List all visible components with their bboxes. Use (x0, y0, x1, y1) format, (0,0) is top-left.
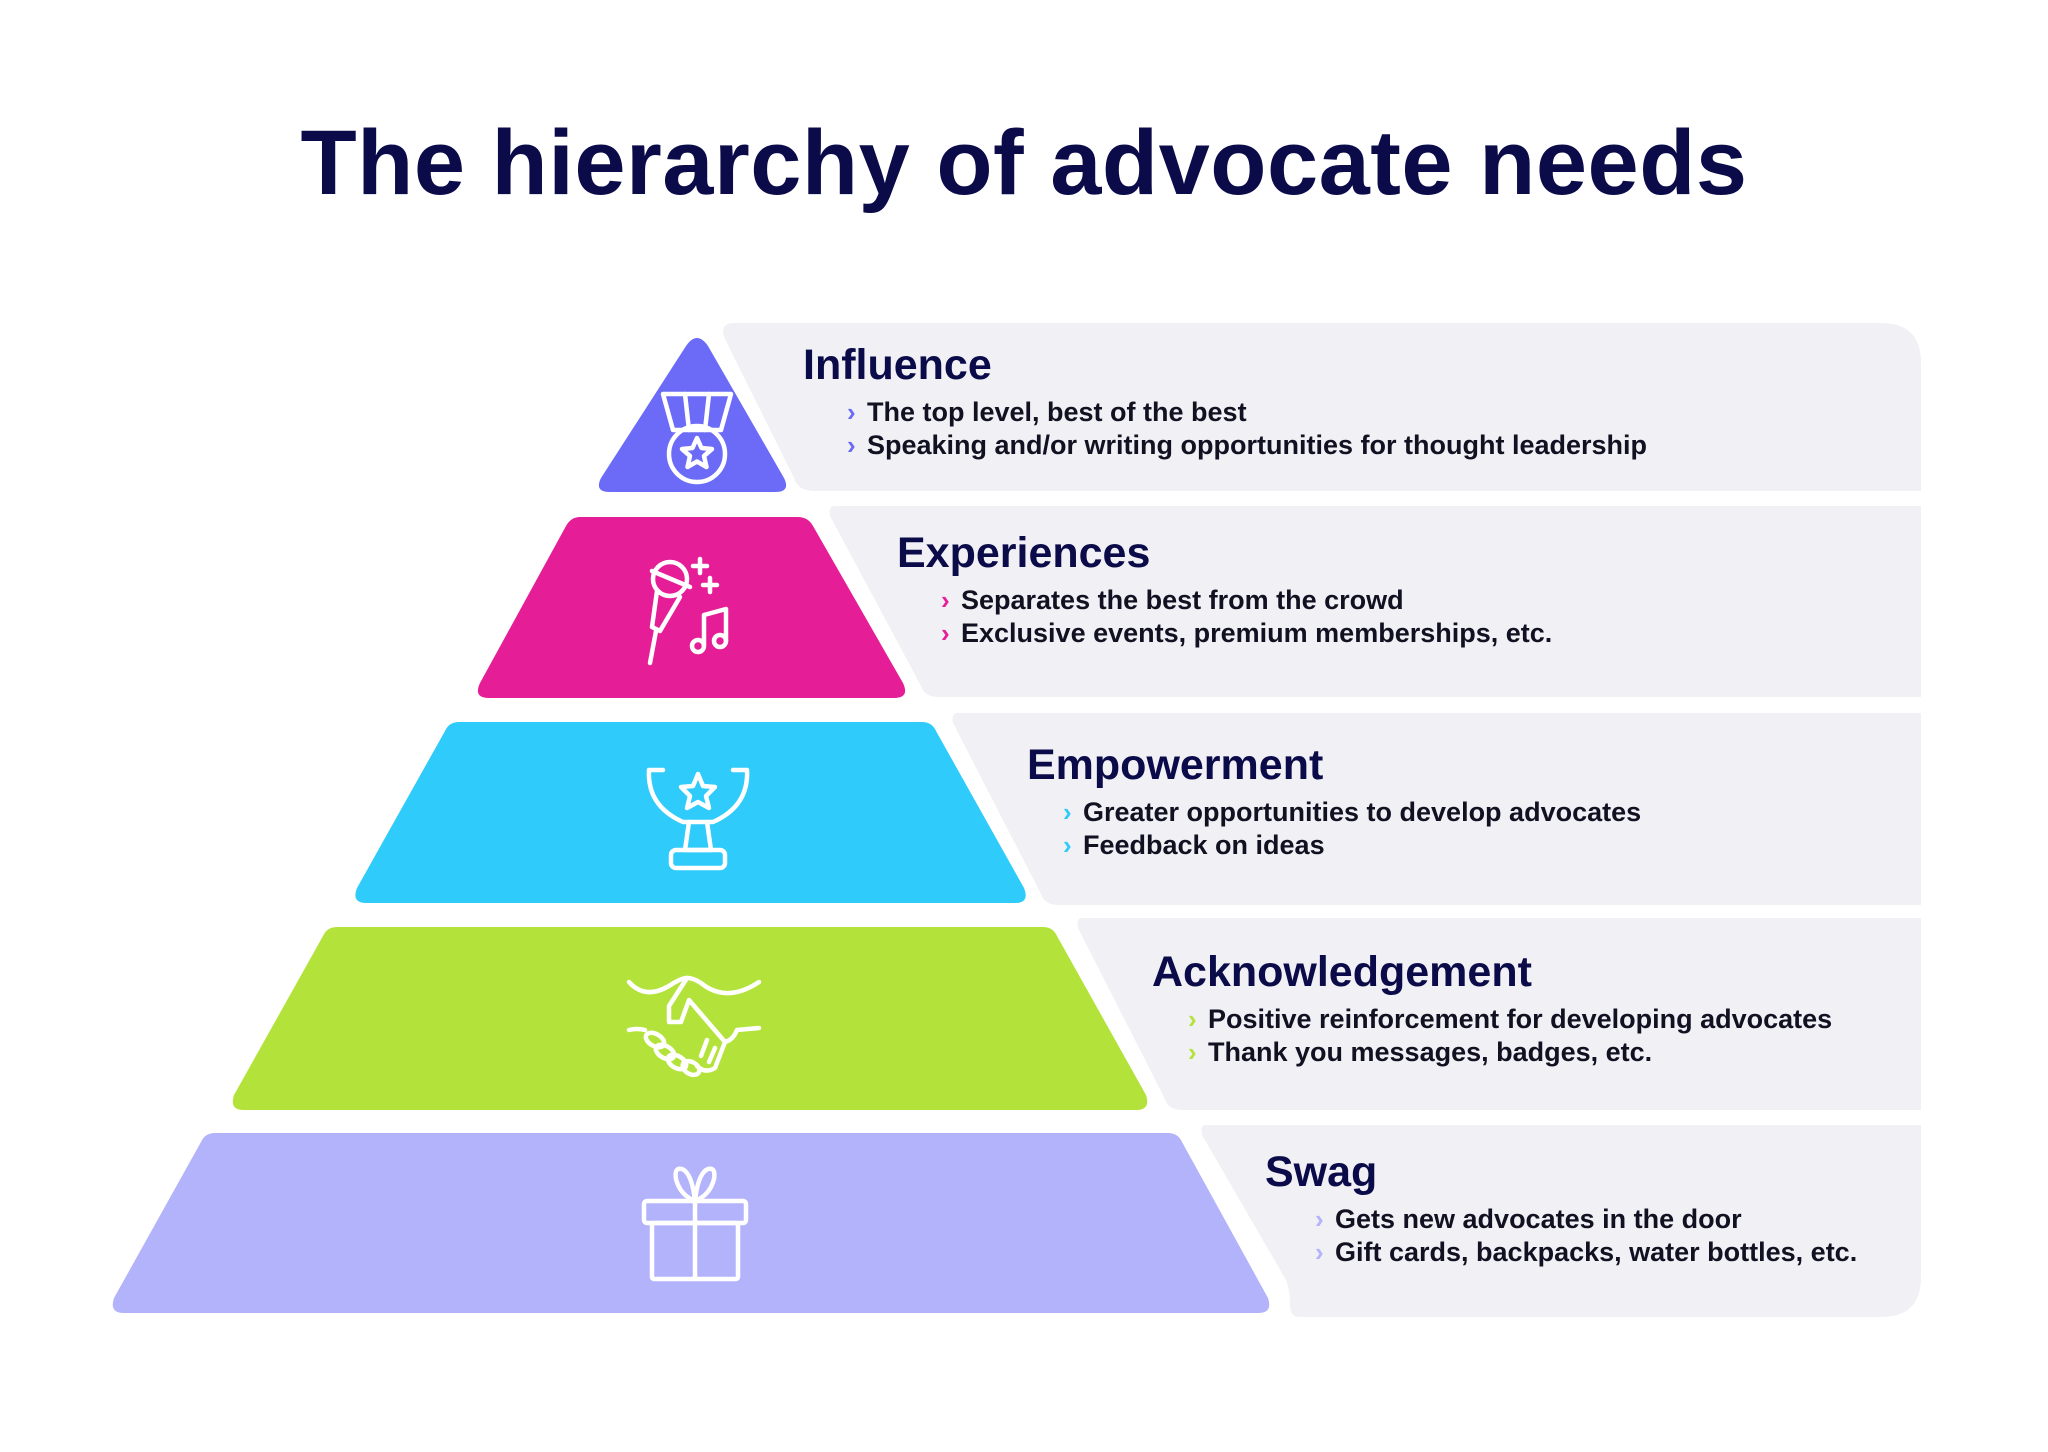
tier-panel-experiences (829, 506, 1921, 697)
tier-experiences: Experiences › Separates the best from the… (897, 528, 1552, 650)
medal-star-icon (660, 391, 734, 485)
tier-panel-acknowledgement (1077, 918, 1921, 1110)
bullet-text: Feedback on ideas (1083, 830, 1325, 860)
page-title: The hierarchy of advocate needs (300, 112, 1748, 214)
chevron-right-icon: › (1063, 830, 1072, 860)
gift-icon (641, 1166, 749, 1282)
microphone-music-icon (647, 556, 729, 666)
tier-bullets-experiences: › Separates the best from the crowd › Excl… (897, 584, 1552, 650)
bullet-item: › Exclusive events, premium memberships, … (941, 617, 1552, 650)
chevron-right-icon: › (1315, 1237, 1324, 1267)
tier-title-acknowledgement: Acknowledgement (1152, 948, 1532, 996)
chevron-right-icon: › (847, 397, 856, 427)
bullet-text: Positive reinforcement for developing ad… (1208, 1004, 1833, 1034)
bullet-item: › Greater opportunities to develop advoca… (1063, 796, 1641, 829)
bullet-text: Gift cards, backpacks, water bottles, et… (1335, 1237, 1858, 1267)
tier-acknowledgement: Acknowledgement › Positive reinforcement … (1152, 947, 1832, 1069)
bullet-item: › Positive reinforcement for developing a… (1188, 1003, 1832, 1036)
tier-shape-empowerment (355, 722, 1026, 903)
chevron-right-icon: › (1063, 797, 1072, 827)
tier-title-experiences: Experiences (897, 529, 1151, 577)
tier-bullets-influence: › The top level, best of the best › Speaki… (803, 396, 1647, 462)
bullet-item: › Gift cards, backpacks, water bottles, e… (1315, 1236, 1857, 1269)
tier-shape-influence (598, 338, 787, 492)
bullet-text: The top level, best of the best (867, 397, 1247, 427)
tier-panel-empowerment (952, 713, 1921, 905)
tier-panel-influence (723, 323, 1921, 491)
bullet-text: Gets new advocates in the door (1335, 1204, 1742, 1234)
tier-bullets-acknowledgement: › Positive reinforcement for developing a… (1152, 1003, 1832, 1069)
bullet-text: Speaking and/or writing opportunities fo… (867, 430, 1648, 460)
bullet-item: › The top level, best of the best (847, 396, 1647, 429)
chevron-right-icon: › (847, 430, 856, 460)
tier-empowerment: Empowerment › Greater opportunities to de… (1027, 740, 1641, 862)
chevron-right-icon: › (1188, 1037, 1197, 1067)
chevron-right-icon: › (941, 585, 950, 615)
chevron-right-icon: › (1315, 1204, 1324, 1234)
tier-influence: Influence › The top level, best of the be… (803, 340, 1647, 462)
tier-swag: Swag › Gets new advocates in the door › Gi… (1265, 1147, 1857, 1269)
tier-shape-experiences (477, 517, 906, 698)
chevron-right-icon: › (941, 618, 950, 648)
chevron-right-icon: › (1188, 1004, 1197, 1034)
trophy-star-icon (646, 767, 750, 871)
tier-title-empowerment: Empowerment (1027, 741, 1324, 789)
tier-bullets-swag: › Gets new advocates in the door › Gift ca… (1265, 1203, 1857, 1269)
tier-panel-swag (1201, 1125, 1921, 1317)
bullet-item: › Gets new advocates in the door (1315, 1203, 1857, 1236)
tier-bullets-empowerment: › Greater opportunities to develop advoca… (1027, 796, 1641, 862)
tier-title-swag: Swag (1265, 1148, 1378, 1196)
handshake-icon (626, 975, 762, 1078)
bullet-item: › Feedback on ideas (1063, 829, 1641, 862)
bullet-item: › Speaking and/or writing opportunities f… (847, 429, 1647, 462)
bullet-text: Thank you messages, badges, etc. (1208, 1037, 1653, 1067)
bullet-text: Greater opportunities to develop advocat… (1083, 797, 1642, 827)
tier-shape-acknowledgement (232, 927, 1148, 1110)
tier-title-influence: Influence (803, 341, 992, 389)
bullet-item: › Separates the best from the crowd (941, 584, 1552, 617)
bullet-text: Exclusive events, premium memberships, e… (961, 618, 1553, 648)
bullet-text: Separates the best from the crowd (961, 585, 1404, 615)
bullet-item: › Thank you messages, badges, etc. (1188, 1036, 1832, 1069)
